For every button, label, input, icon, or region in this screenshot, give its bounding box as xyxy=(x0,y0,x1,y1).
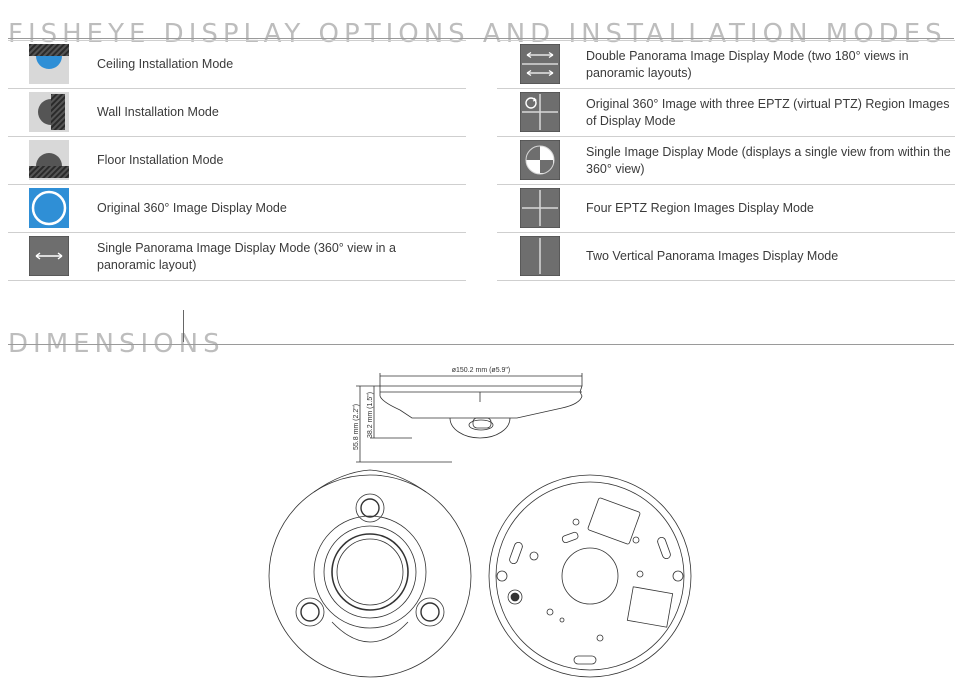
mode-label: Wall Installation Mode xyxy=(97,105,219,119)
single-view-icon xyxy=(520,140,560,180)
section-heading-modes: FISHEYE DISPLAY OPTIONS AND INSTALLATION… xyxy=(8,19,947,50)
single-panorama-icon xyxy=(29,236,69,276)
mode-label: Four EPTZ Region Images Display Mode xyxy=(586,201,814,215)
list-item: Single Image Display Mode (displays a si… xyxy=(497,137,955,185)
heading-rule xyxy=(8,344,954,345)
list-item: Single Panorama Image Display Mode (360°… xyxy=(8,233,466,281)
back-view xyxy=(488,474,692,678)
mode-label: Single Panorama Image Display Mode (360°… xyxy=(97,240,396,272)
list-item: Original 360° Image with three EPTZ (vir… xyxy=(497,89,955,137)
heading-rule xyxy=(8,38,954,39)
text-cursor xyxy=(183,310,184,342)
section-heading-dimensions: DIMENSIONS xyxy=(8,328,225,359)
modes-list-right: Double Panorama Image Display Mode (two … xyxy=(497,40,955,281)
mode-label: Double Panorama Image Display Mode (two … xyxy=(586,48,909,80)
mode-label: Two Vertical Panorama Images Display Mod… xyxy=(586,249,839,263)
original-plus-three-eptz-icon xyxy=(520,92,560,132)
list-item: Double Panorama Image Display Mode (two … xyxy=(497,40,955,89)
floor-mount-icon xyxy=(29,140,69,180)
mode-label: Ceiling Installation Mode xyxy=(97,57,234,71)
circle-360-icon xyxy=(29,188,69,228)
side-view xyxy=(356,373,583,463)
list-item: Ceiling Installation Mode xyxy=(8,40,466,89)
double-panorama-icon xyxy=(520,44,560,84)
mode-label: Original 360° Image with three EPTZ (vir… xyxy=(586,96,950,128)
modes-list-left: Ceiling Installation Mode Wall Installat… xyxy=(8,40,466,281)
list-item: Original 360° Image Display Mode xyxy=(8,185,466,233)
list-item: Two Vertical Panorama Images Display Mod… xyxy=(497,233,955,281)
wall-mount-icon xyxy=(29,92,69,132)
two-vertical-panorama-icon xyxy=(520,236,560,276)
dimension-total-height-label: 55.8 mm (2.2") xyxy=(353,404,360,450)
list-item: Wall Installation Mode xyxy=(8,89,466,137)
mode-label: Original 360° Image Display Mode xyxy=(97,201,287,215)
dimension-width-label: ø150.2 mm (ø5.9") xyxy=(452,367,511,374)
list-item: Floor Installation Mode xyxy=(8,137,466,185)
four-eptz-icon xyxy=(520,188,560,228)
dimension-drawing: ø150.2 mm (ø5.9") 55.8 mm (2.2") 38.2 mm… xyxy=(268,367,692,678)
ceiling-mount-icon xyxy=(29,44,69,84)
mode-label: Floor Installation Mode xyxy=(97,153,224,167)
list-item: Four EPTZ Region Images Display Mode xyxy=(497,185,955,233)
front-view xyxy=(268,469,472,678)
mode-label: Single Image Display Mode (displays a si… xyxy=(586,144,951,176)
dimension-body-height-label: 38.2 mm (1.5") xyxy=(367,392,374,438)
